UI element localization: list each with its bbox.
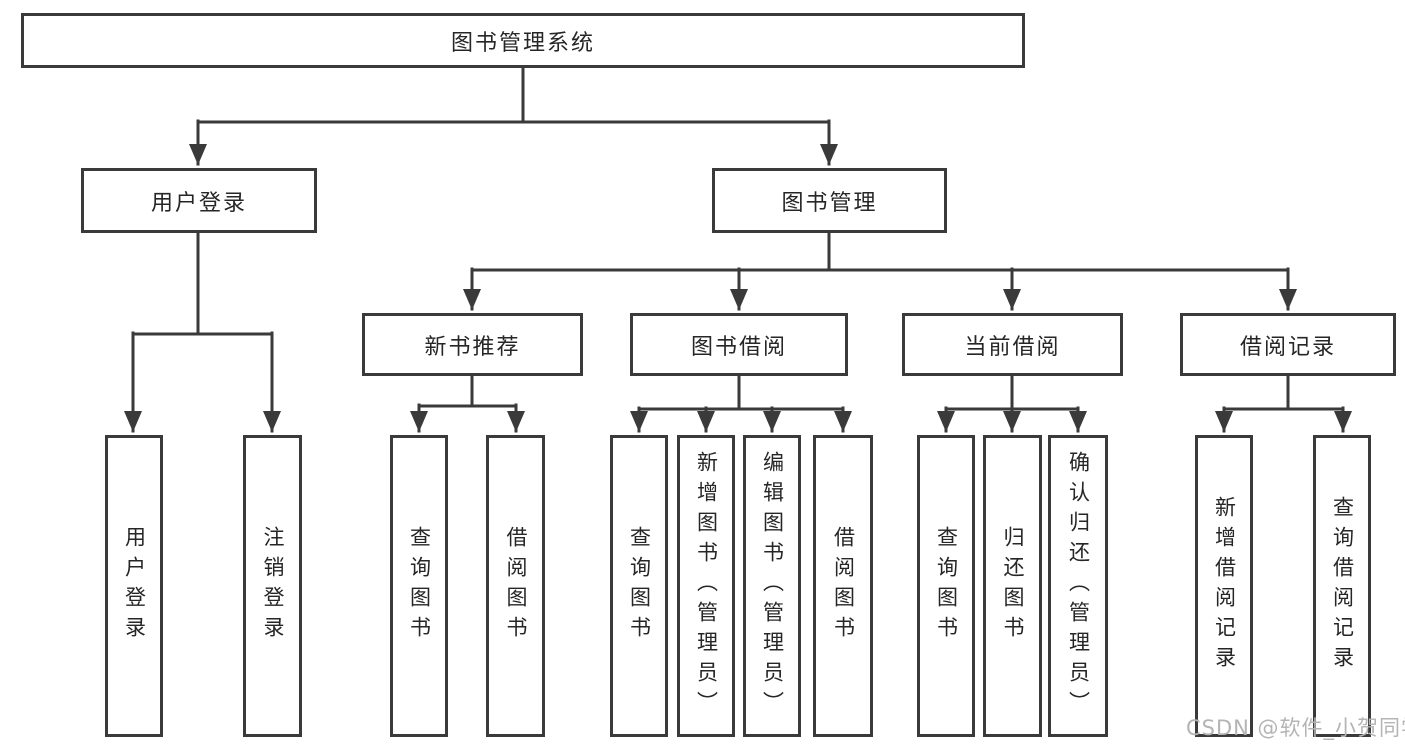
node-leaf-logout: 注销登录: [243, 435, 302, 737]
node-current-borrow: 当前借阅: [902, 313, 1123, 376]
csdn-watermark: CSDN @软件_小贺同学: [1186, 716, 1405, 740]
node-label: 当前借阅: [964, 334, 1061, 360]
node-label: 确认归还（管理员）: [1066, 451, 1091, 721]
node-leaf-add-book-admin: 新增图书（管理员）: [677, 435, 735, 737]
node-leaf-edit-book-admin: 编辑图书（管理员）: [743, 435, 801, 737]
node-label: 查询图书: [934, 526, 959, 646]
node-borrow-record: 借阅记录: [1180, 313, 1396, 376]
node-label: 用户登录: [122, 526, 147, 646]
node-label: 新增借阅记录: [1212, 496, 1237, 676]
node-leaf-add-borrow-record: 新增借阅记录: [1195, 435, 1253, 737]
node-leaf-query-book-recommend: 查询图书: [390, 435, 448, 737]
node-label: 查询图书: [407, 526, 432, 646]
node-user-login: 用户登录: [81, 168, 317, 233]
node-label: 借阅图书: [831, 526, 856, 646]
node-leaf-borrow-book-recommend: 借阅图书: [486, 435, 545, 737]
node-leaf-query-book-current: 查询图书: [917, 435, 975, 737]
node-label: 借阅记录: [1239, 334, 1336, 360]
node-label: 用户登录: [150, 190, 247, 216]
node-leaf-return-book: 归还图书: [983, 435, 1042, 737]
node-book-borrow: 图书借阅: [630, 313, 848, 376]
node-leaf-query-borrow-record: 查询借阅记录: [1313, 435, 1371, 737]
node-label: 新书推荐: [424, 334, 521, 360]
node-label: 归还图书: [1001, 526, 1025, 646]
node-label: 图书借阅: [690, 334, 787, 360]
node-label: 注销登录: [261, 526, 285, 646]
node-new-book-recommend: 新书推荐: [362, 313, 583, 376]
node-leaf-query-book-borrow: 查询图书: [610, 435, 668, 737]
node-label: 查询借阅记录: [1330, 496, 1355, 676]
node-leaf-borrow-book: 借阅图书: [813, 435, 873, 737]
node-label: 查询图书: [627, 526, 652, 646]
node-leaf-confirm-return-admin: 确认归还（管理员）: [1048, 435, 1108, 737]
node-library-system: 图书管理系统: [21, 13, 1025, 68]
node-label: 借阅图书: [504, 526, 528, 646]
node-label: 图书管理: [781, 190, 878, 216]
node-label: 编辑图书（管理员）: [760, 451, 785, 721]
node-leaf-user-login: 用户登录: [105, 435, 163, 737]
node-label: 新增图书（管理员）: [694, 451, 719, 721]
node-label: 图书管理系统: [450, 30, 595, 56]
node-book-management: 图书管理: [712, 168, 947, 233]
